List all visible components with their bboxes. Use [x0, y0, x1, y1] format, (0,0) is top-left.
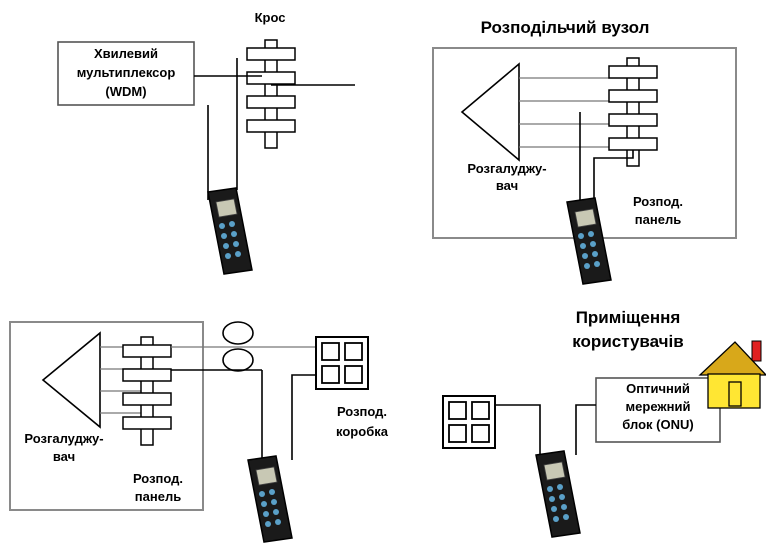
panel-1-label-line2: панель: [635, 212, 681, 227]
box-label-line2: коробка: [336, 424, 389, 439]
onu-label-line2: мережний: [626, 399, 691, 414]
splitter-2-label-line1: Розгалуджу-: [24, 431, 103, 446]
distribution-panel-1: [608, 57, 658, 167]
panel-2-label-line2: панель: [135, 489, 181, 504]
fiber-loop-top: [222, 321, 254, 345]
splitter-1-label-line1: Розгалуджу-: [467, 161, 546, 176]
wdm-label-line3: (WDM): [105, 84, 146, 99]
customer-premises-section: Приміщення користувачів Оптичний мережни…: [442, 308, 766, 538]
splitter-2-label-line2: вач: [53, 449, 75, 464]
cross-label: Крос: [255, 10, 286, 25]
panel-2-label-line1: Розпод.: [133, 471, 183, 486]
cross-panel: [246, 39, 296, 149]
splitter-1-label-line2: вач: [496, 178, 518, 193]
premises-box-icon: [442, 395, 496, 449]
wdm-label-line1: Хвилевий: [94, 46, 158, 61]
power-meter-1: [207, 187, 253, 275]
wdm-label-line2: мультиплексор: [77, 65, 176, 80]
premises-title-line1: Приміщення: [576, 308, 681, 327]
wdm-box: [57, 41, 195, 106]
distribution-node-title: Розподільчий вузол: [481, 18, 650, 37]
fiber-loop-bottom: [222, 348, 254, 372]
box-label-line1: Розпод.: [337, 404, 387, 419]
distribution-box-section: Розгалуджу- вач Розпод. панель Розпод. к…: [9, 321, 389, 543]
onu-label-line3: блок (ONU): [622, 417, 693, 432]
power-meter-2: [566, 197, 612, 285]
power-meter-4: [535, 450, 581, 538]
house-icon: [698, 340, 766, 409]
wdm-cross-section: Хвилевий мультиплексор (WDM) Крос: [57, 10, 355, 275]
premises-title-line2: користувачів: [572, 332, 683, 351]
onu-label-line1: Оптичний: [626, 381, 690, 396]
onu-box: [595, 377, 721, 443]
distribution-node-section: Розподільчий вузол Розгалуджу- вач Розпо…: [432, 18, 737, 285]
power-meter-3: [247, 455, 293, 543]
splitter-node-frame: [9, 321, 204, 511]
panel-1-label-line1: Розпод.: [633, 194, 683, 209]
distribution-box-icon: [315, 336, 369, 390]
splitter-2: [41, 331, 101, 429]
splitter-1: [460, 62, 520, 162]
